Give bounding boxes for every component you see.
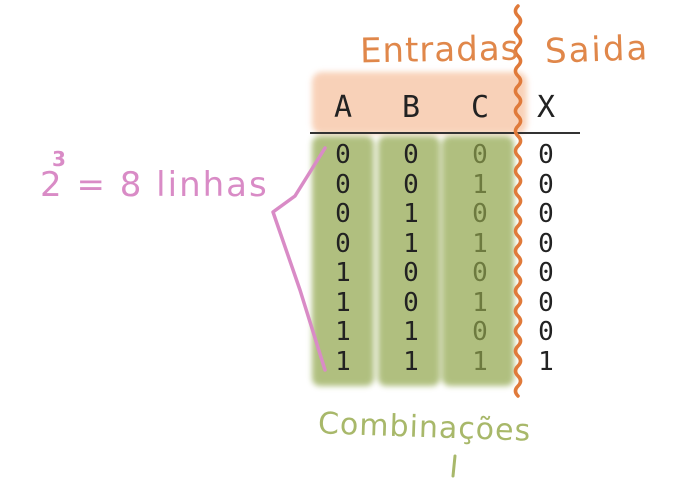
input-cell: 0	[472, 199, 488, 229]
input-cell: 0	[335, 228, 351, 259]
input-cell: 1	[472, 228, 488, 259]
header-wash	[312, 72, 527, 134]
input-cell: 0	[403, 140, 419, 170]
input-cell: 0	[403, 169, 419, 200]
input-cell: 1	[403, 228, 419, 259]
rows-exponent: 3	[52, 147, 68, 171]
rows-bracket	[271, 146, 327, 372]
wash-column	[378, 136, 440, 386]
rows-base: 2	[40, 165, 64, 205]
output-cell: 1	[538, 346, 554, 377]
input-cell: 1	[472, 287, 488, 318]
input-cell: 0	[403, 287, 419, 318]
input-cell: 1	[335, 317, 351, 347]
input-cell: 1	[472, 346, 488, 377]
input-cell: 1	[403, 317, 419, 347]
output-label: Saida	[544, 28, 650, 72]
input-cell: 1	[335, 346, 351, 377]
input-cell: 1	[403, 199, 419, 229]
output-cell: 0	[538, 317, 554, 347]
inputs-label: Entradas	[359, 28, 520, 72]
column-header: X	[536, 90, 556, 125]
input-cell: 1	[472, 169, 488, 200]
input-cell: 0	[472, 140, 488, 170]
output-cell: 0	[538, 287, 554, 318]
wash-column	[442, 136, 514, 386]
input-cell: 0	[335, 199, 351, 229]
output-cell: 0	[538, 199, 554, 229]
column-header: B	[401, 90, 421, 125]
input-cell: 0	[335, 169, 351, 200]
input-cell: 0	[472, 317, 488, 347]
combinations-tick	[451, 454, 457, 478]
output-cell: 0	[538, 169, 554, 200]
output-cell: 0	[538, 228, 554, 259]
wash-column	[312, 136, 374, 386]
output-cell: 0	[538, 140, 554, 170]
column-header: A	[333, 90, 353, 125]
input-cell: 1	[335, 287, 351, 318]
combination-wash	[312, 136, 514, 386]
combinations-label: Combinações	[317, 406, 532, 449]
column-header: C	[470, 90, 490, 125]
input-cell: 0	[403, 258, 419, 288]
output-cell: 0	[538, 258, 554, 288]
input-cell: 1	[335, 258, 351, 288]
input-cell: 0	[335, 140, 351, 170]
input-cell: 0	[472, 258, 488, 288]
rows-text: = 8 linhas	[63, 165, 269, 205]
input-output-separator	[513, 4, 523, 398]
input-cell: 1	[403, 346, 419, 377]
